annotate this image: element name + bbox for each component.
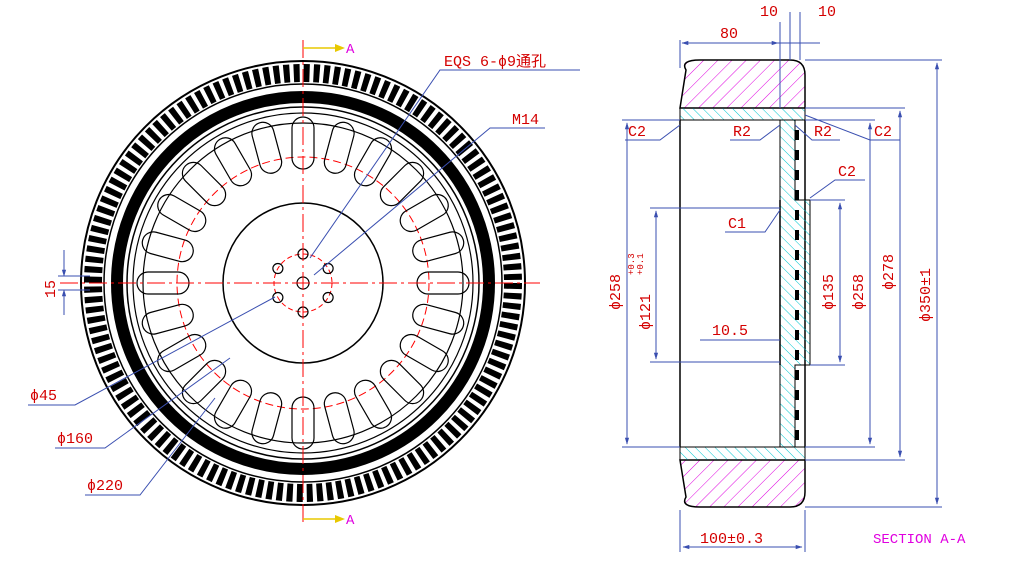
bolt-hole-callout: EQS 6-ϕ9通孔 [444,53,546,71]
spoke-slot [213,137,253,187]
chamfer-right: C2 [874,124,892,141]
radius-right: R2 [814,124,832,141]
bolt-hole-leader [309,69,580,259]
pcd-mid-label: ϕ160 [57,431,93,448]
step-right-dim: 10 [818,4,836,21]
dia-hub-outer-right: ϕ258 [851,274,868,310]
dia-bore: ϕ121 [638,294,655,330]
spoke-slot [353,137,393,187]
bore-tol-upper: +0.3 [627,253,637,275]
thread-callout: M14 [512,112,539,129]
rim-band-bottom [679,446,806,461]
spoke-slots [136,116,470,450]
spoke-slot [251,392,283,445]
bore-tol-lower: +0.1 [636,253,646,275]
radius-left: R2 [733,124,751,141]
spoke-slot [379,359,425,405]
pcd-large-leader [85,397,216,496]
bolt-hole [322,291,334,304]
pcd-small-leader [28,296,276,406]
overall-width-dim: 100±0.3 [700,531,763,548]
spoke-slot [412,303,465,335]
section-mark-bottom: A [346,513,355,529]
spoke-slot [181,161,227,207]
dia-rim: ϕ278 [881,254,898,290]
pcd-small-label: ϕ45 [30,388,57,405]
chamfer-bore: C1 [728,216,746,233]
bolt-hole [322,262,334,275]
spoke-slot [379,161,425,207]
offset-dim: 15 [43,280,60,298]
spoke-slot [213,379,253,429]
web-thickness: 10.5 [712,323,748,340]
section-view: 80 10 10 C2 R2 R2 C2 C2 C1 ϕ258 ϕ121 +0.… [608,4,966,552]
spoke-slot [323,392,355,445]
dia-tire: ϕ350±1 [918,268,935,322]
bolt-hole [272,291,284,304]
spoke-slot [399,193,449,233]
section-title: SECTION A-A [873,532,966,548]
step-left-dim: 10 [760,4,778,21]
thread-leader [313,127,545,276]
pcd-large-label: ϕ220 [87,478,123,495]
spoke-slot [157,333,207,373]
tire-section-bottom [679,459,806,508]
spoke-slot [141,231,194,263]
chamfer-left: C2 [628,124,646,141]
dia-hub-outer-left: ϕ258 [608,274,625,310]
chamfer-hub: C2 [838,164,856,181]
spoke-slot [157,193,207,233]
section-arrow-bottom [303,515,345,523]
spoke-slot [323,121,355,174]
dia-hub-boss: ϕ135 [821,274,838,310]
tire-section-top [679,59,806,109]
pcd-mid-leader [55,357,231,449]
spoke-slot [141,303,194,335]
spoke-slot [251,121,283,174]
front-view: A A EQS 6-ϕ9通孔 M14 15 ϕ45 ϕ160 ϕ220 [28,40,580,529]
section-mark-top: A [346,42,355,58]
bolt-hole [272,262,284,275]
spoke-slot [399,333,449,373]
spoke-slot [412,231,465,263]
section-arrow-top [303,44,345,52]
width-top-dim: 80 [720,26,738,43]
spoke-slot [353,379,393,429]
rim-band-top [679,107,806,121]
